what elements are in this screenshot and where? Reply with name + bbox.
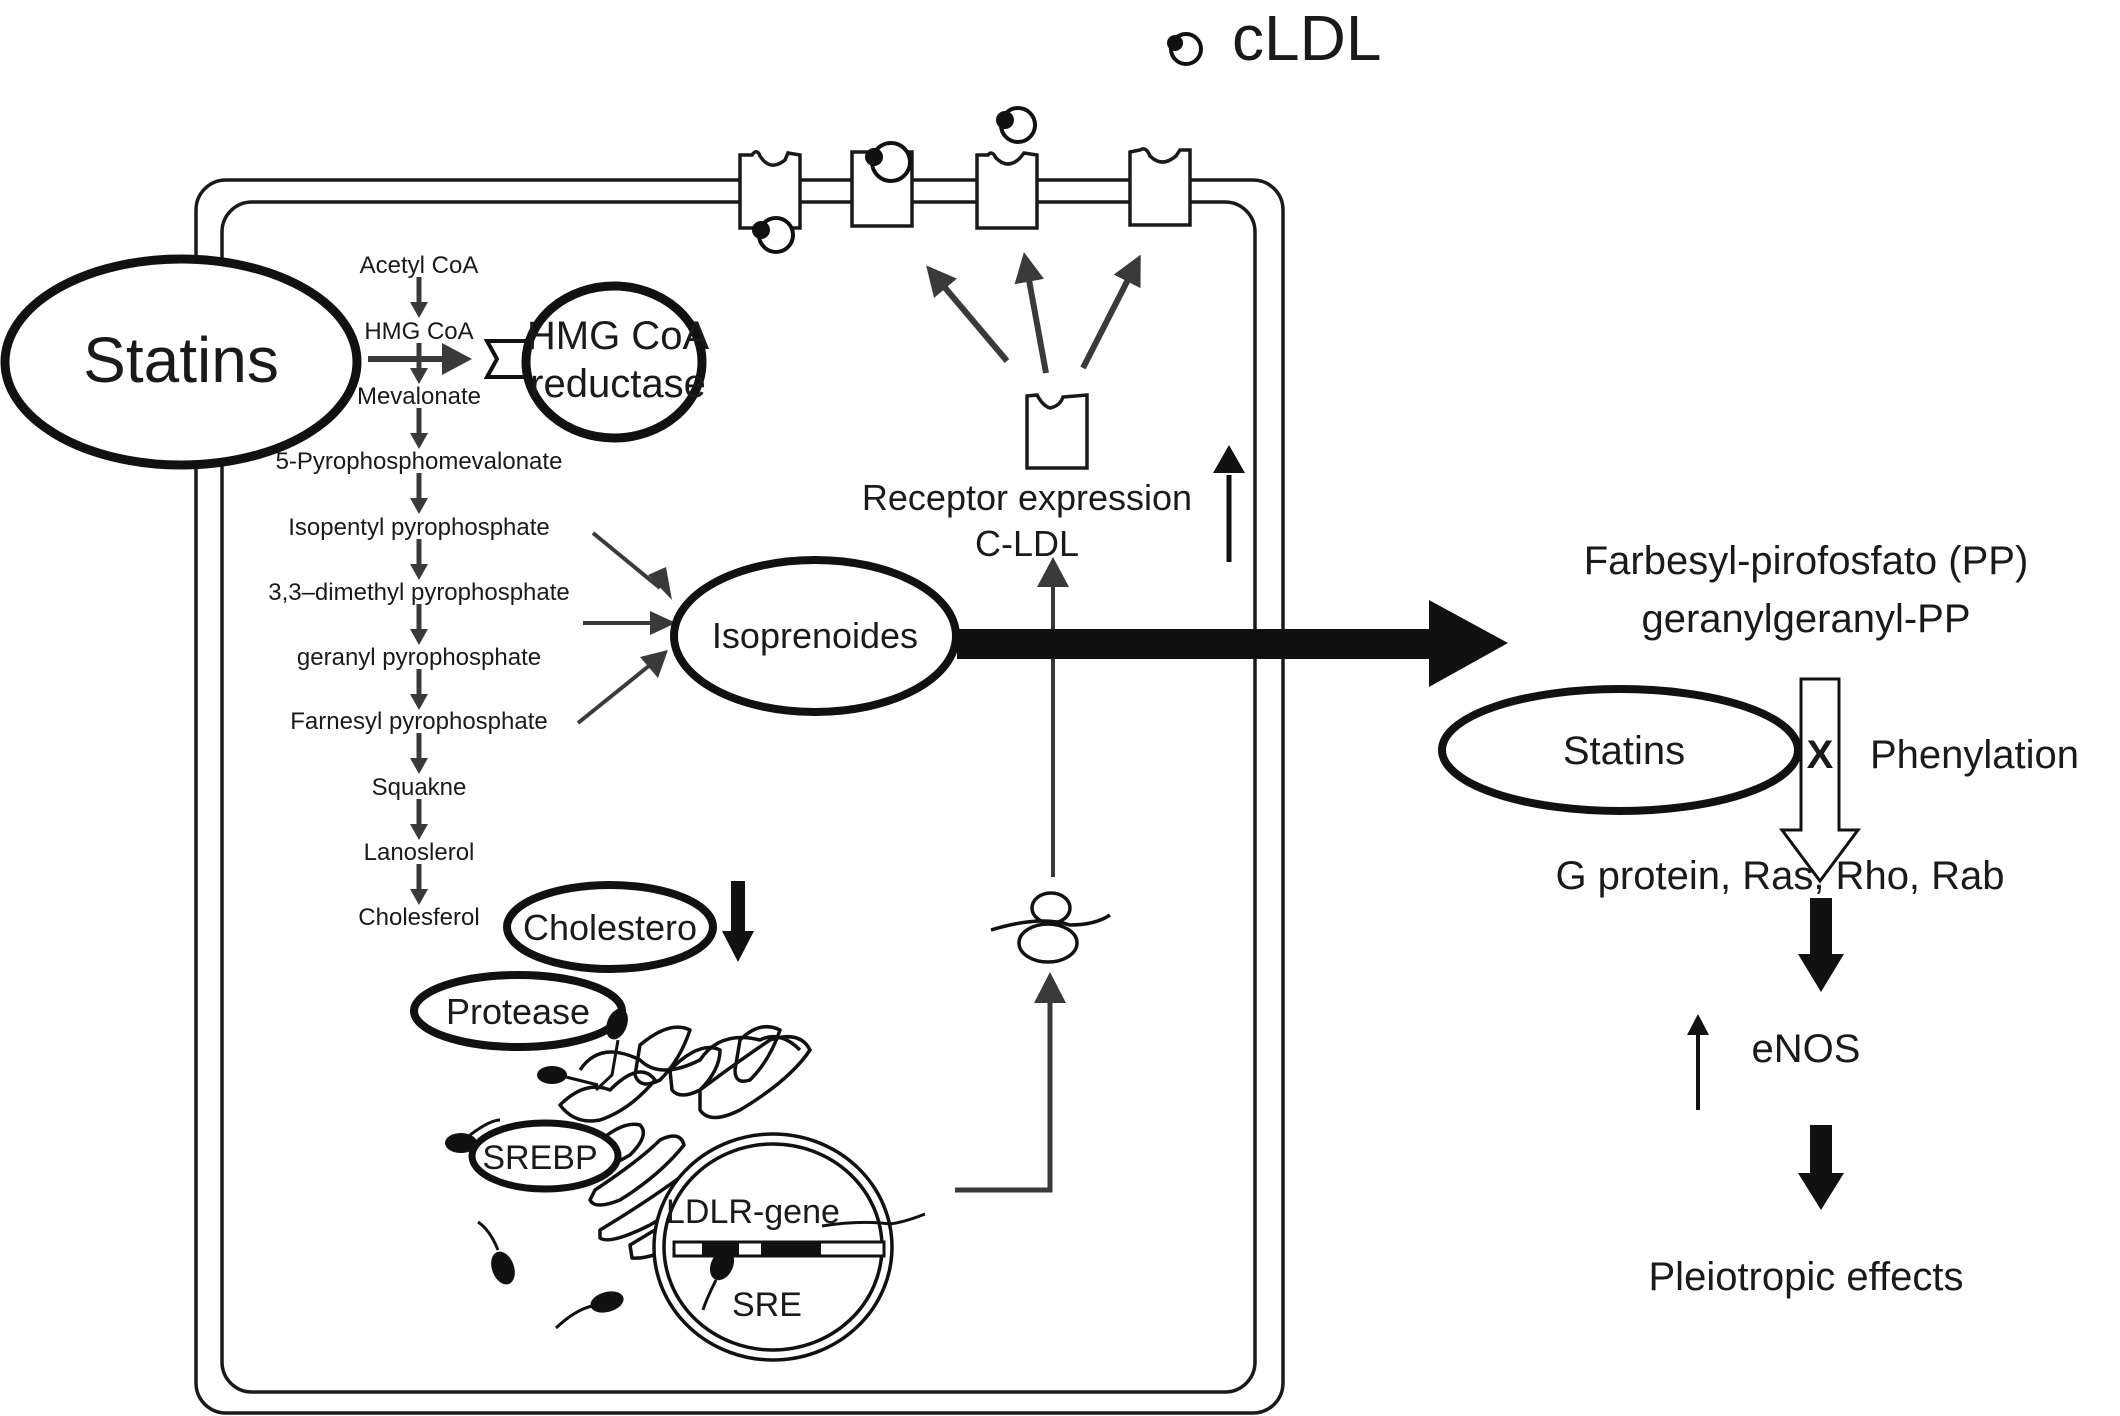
- hmg-coa-reductase-label-line1: HMG CoA: [527, 314, 710, 358]
- pathway-step: Mevalonate: [357, 383, 481, 410]
- ldl-particle-icon: [996, 106, 1037, 144]
- pathway-step: 3,3–dimethyl pyrophosphate: [268, 579, 570, 606]
- mevalonate-pathway: Acetyl CoA HMG CoA Mevalonate 5-Pyrophos…: [268, 252, 570, 931]
- isoprenoid-input-arrows: [576, 531, 676, 725]
- ribosome-icon: [990, 891, 1111, 964]
- pathway-step-arrows: [410, 277, 428, 905]
- cholesterol-node: [503, 881, 717, 973]
- ldl-receptor: [1128, 147, 1192, 227]
- small-g-proteins-label: G protein, Ras, Rho, Rab: [1555, 854, 2004, 898]
- ldl-particle-icon: [1167, 32, 1203, 66]
- statins-label: Statins: [83, 324, 279, 396]
- ldlr-expression-path: [955, 557, 1069, 1193]
- pathway-step: Farnesyl pyrophosphate: [290, 708, 547, 735]
- membrane-receptors: [738, 147, 1192, 230]
- ldl-particle-icon: [865, 141, 912, 183]
- statins-right-label: Statins: [1563, 729, 1685, 773]
- statins-inhibition-arrow: [368, 343, 472, 375]
- isoprenoides-node: [670, 556, 960, 716]
- protease-label: Protease: [446, 991, 590, 1032]
- srebp-label: SREBP: [482, 1139, 597, 1177]
- pathway-step: Lanoslerol: [364, 839, 475, 866]
- increase-arrow-icon: [1213, 445, 1245, 562]
- prenylation-label: Phenylation: [1870, 733, 2079, 777]
- enos-to-effects-arrow: [1798, 1125, 1844, 1210]
- sre-label: SRE: [732, 1286, 802, 1324]
- ldl-legend-label: cLDL: [1232, 2, 1381, 74]
- statins-inhibitor-node: [0, 254, 362, 470]
- transport-arrow: [926, 265, 1010, 363]
- mrna-strand: [821, 1212, 926, 1228]
- pathway-step: Isopentyl pyrophosphate: [288, 514, 550, 541]
- new-ldl-receptor: [1025, 393, 1089, 470]
- isoprenoid-products-line1: Farbesyl-pirofosfato (PP): [1584, 539, 2029, 583]
- receptor-transport-arrows: [926, 252, 1141, 374]
- isoprenoid-output-arrow: [957, 600, 1508, 687]
- ldl-particle-icon: [752, 216, 795, 254]
- pathway-step: Cholesferol: [358, 904, 479, 931]
- ldlr-gene-bar: [672, 1240, 886, 1258]
- srebp-node: [468, 1119, 622, 1193]
- ldl-receptor: [738, 150, 802, 230]
- transport-arrow: [1014, 252, 1049, 374]
- hmg-coa-reductase-label-line2: reductase: [530, 362, 706, 406]
- hmg-coa-reductase-node: [521, 281, 707, 443]
- srebp-molecules: [445, 1008, 628, 1330]
- statins-right-inhibitor-node: [1438, 685, 1802, 815]
- isoprenoides-label: Isoprenoides: [712, 615, 918, 656]
- srebp-bound-to-sre: [701, 1249, 735, 1311]
- pathway-step: geranyl pyrophosphate: [297, 644, 541, 671]
- prenylation-hollow-arrow: [1779, 677, 1861, 884]
- pathway-step: Acetyl CoA: [360, 252, 479, 279]
- receptor-expression-label: Receptor expression: [862, 477, 1192, 518]
- ldl-particles: [752, 32, 1203, 254]
- pathway-step: HMG CoA: [364, 318, 473, 345]
- gene-to-ribosome-arrow: [955, 1003, 1053, 1193]
- enos-label: eNOS: [1752, 1027, 1861, 1071]
- pleiotropic-effects-label: Pleiotropic effects: [1649, 1255, 1964, 1299]
- isoprenoid-products-line2: geranylgeranyl-PP: [1641, 597, 1970, 641]
- inhibition-x-mark: X: [1807, 733, 1834, 777]
- ldl-receptor: [975, 151, 1039, 230]
- enos-increase-arrow-icon: [1687, 1014, 1709, 1110]
- cholesterol-label: Cholestero: [523, 907, 697, 948]
- ldlr-gene-label: LDLR-gene: [666, 1193, 840, 1231]
- transport-arrow: [1080, 254, 1141, 370]
- proteins-to-enos-arrow: [1798, 898, 1844, 992]
- pathway-step: Squakne: [372, 774, 467, 801]
- decrease-arrow-icon: [722, 881, 754, 962]
- receptor-cldl-label: C-LDL: [975, 523, 1079, 564]
- pathway-step: 5-Pyrophosphomevalonate: [276, 448, 563, 475]
